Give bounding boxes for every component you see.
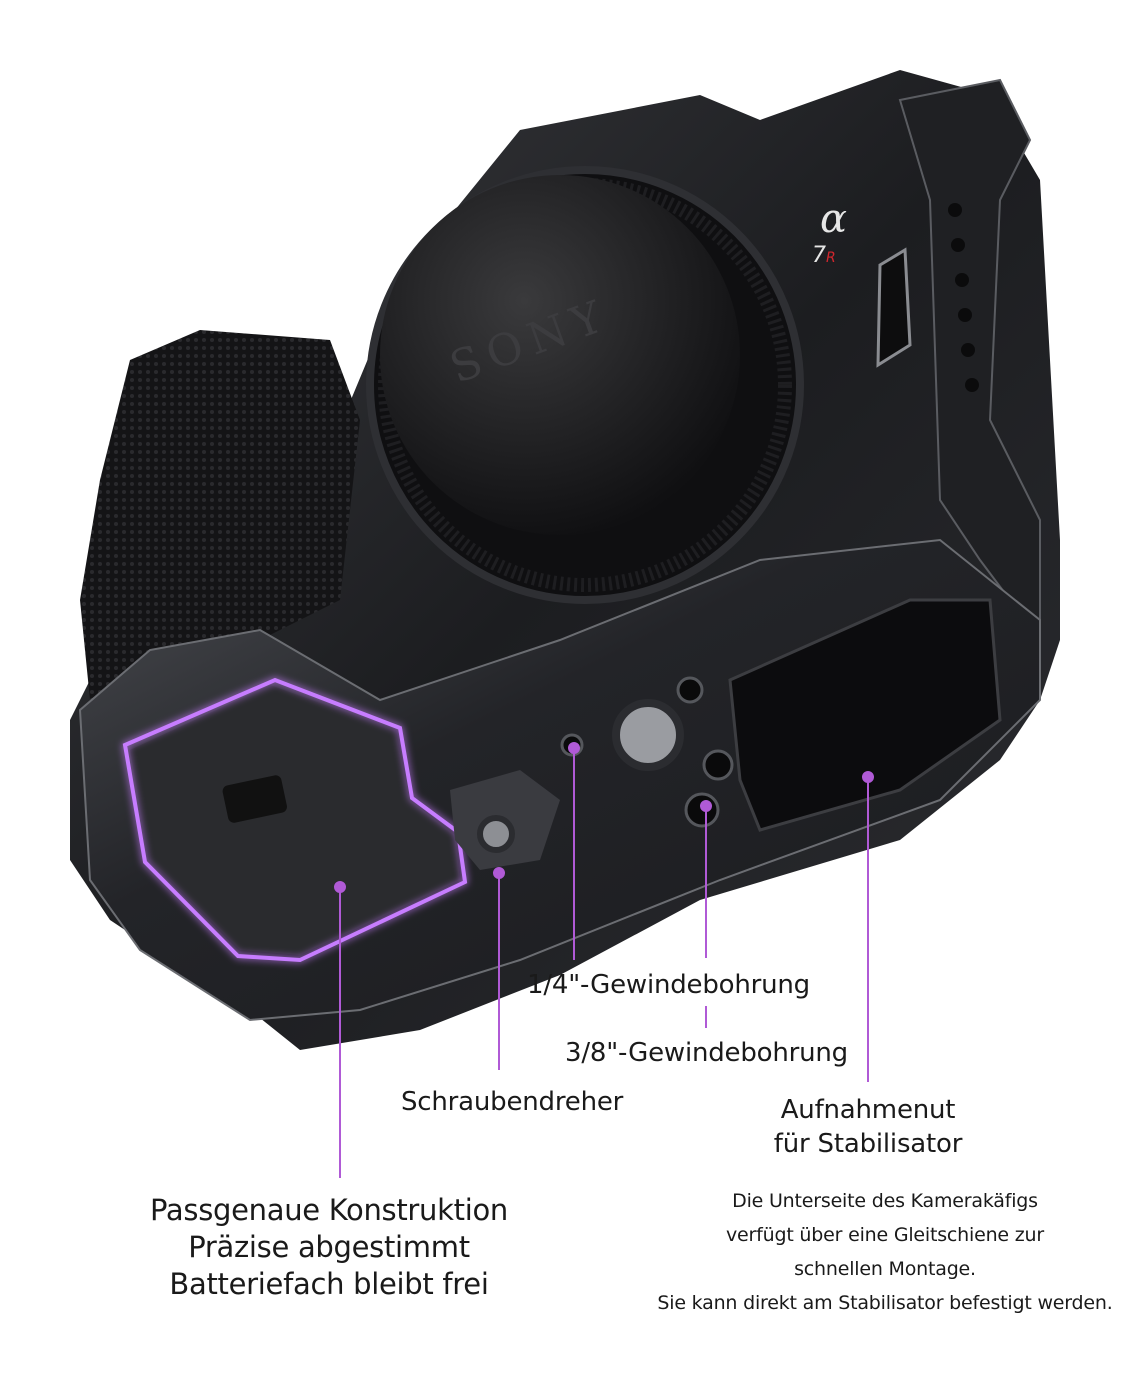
callout-fit-line-2: Präzise abgestimmt [188,1230,470,1264]
battery-door-outline [122,677,468,963]
battery-door [130,685,460,955]
description-line-1: Die Unterseite des Kamerakäfigs [732,1190,1038,1212]
callout-fit-line-3: Batteriefach bleibt frei [169,1267,489,1301]
callout-quarter-inch: 1/4"-Gewindebohrung [527,970,810,1000]
callout-three-eighth-inch: 3/8"-Gewindebohrung [565,1038,848,1068]
model-badge: 7R [812,243,836,268]
callout-screwdriver: Schraubendreher [401,1087,624,1117]
description-line-3: schnellen Montage. [794,1258,976,1280]
hand-grip [80,330,360,700]
description-line-2: verfügt über eine Gleitschiene zur [726,1224,1044,1246]
callout-fit: Passgenaue Konstruktion Präzise abgestim… [150,1192,508,1303]
callout-stabilizer-groove: Aufnahmenut für Stabilisator [773,1093,963,1161]
callout-lines [334,742,874,1178]
cage-side-frame [898,78,1041,643]
battery-latch [222,775,287,823]
quick-release-knob [612,699,684,771]
description-line-4: Sie kann direkt am Stabilisator befestig… [657,1292,1113,1314]
screwdriver-head [477,815,515,853]
body-cap [380,175,740,535]
stabilizer-groove [728,598,1002,832]
three-eighth-hole-a [676,676,704,704]
cage-mount-holes [948,203,979,392]
three-eighth-hole-b [702,749,734,781]
description-block: Die Unterseite des Kamerakäfigs verfügt … [657,1184,1112,1320]
side-port [876,247,912,368]
lens-mount-ridges [378,178,792,592]
callout-stabilizer-line-1: Aufnahmenut [780,1095,956,1125]
alpha-logo: α [820,196,847,242]
callout-fit-line-1: Passgenaue Konstruktion [150,1193,508,1227]
callout-stabilizer-line-2: für Stabilisator [773,1129,963,1159]
